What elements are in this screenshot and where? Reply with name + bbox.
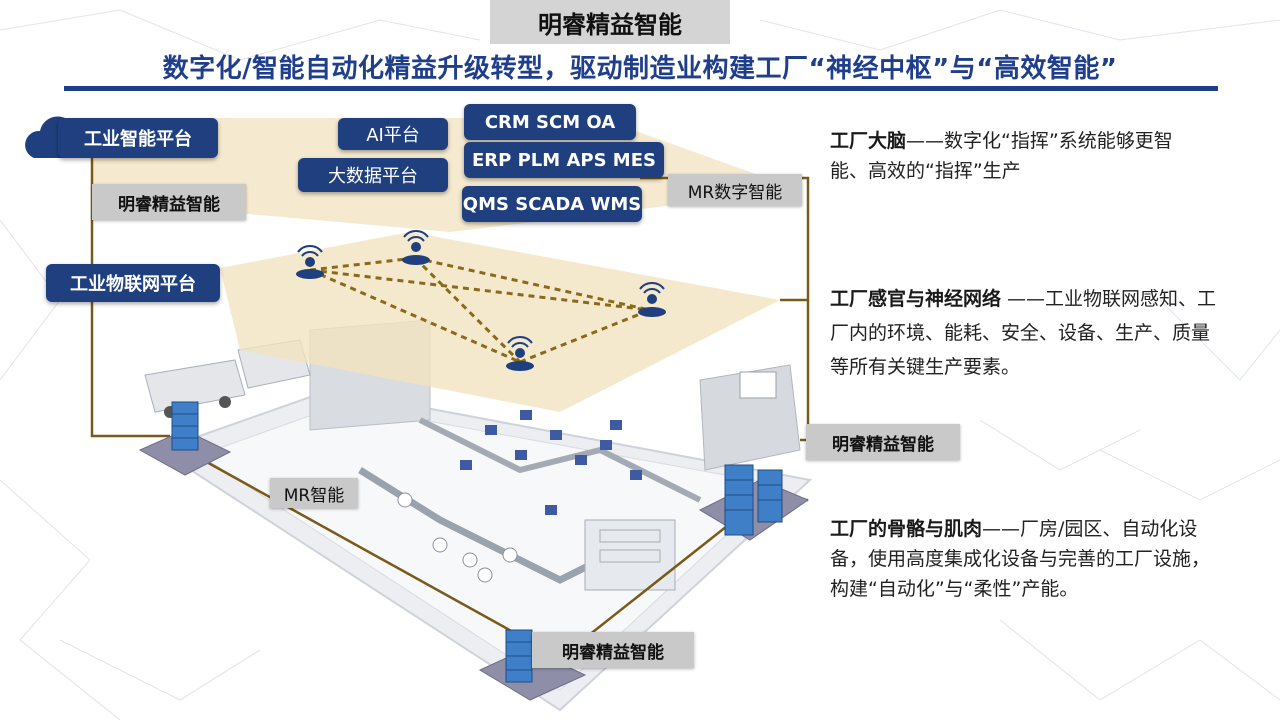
wireless-sensor-icon [506,336,534,371]
senses-text: ——工业物联网感知、工厂内的环境、能耗、安全、设备、生产、质量等所有关键生产要素… [830,288,1217,378]
systems-row-crm: CRM SCM OA [464,104,636,140]
bones-description: 工厂的骨骼与肌肉——厂房/园区、自动化设备，使用高度集成化设备与完善的工厂设施，… [830,514,1225,604]
industrial-iot-platform-label: 工业物联网平台 [46,264,220,302]
shelving [584,519,676,591]
senses-heading: 工厂感官与神经网络 [830,288,1002,310]
brain-text: ——数字化“指挥”系统能够更智能、高效的“指挥”生产 [830,130,1173,182]
robot-arms [397,492,518,583]
brand-tag-left: 明睿精益智能 [92,184,246,220]
wireless-sensor-icon [402,230,430,265]
senses-description: 工厂感官与神经网络 ——工业物联网感知、工厂内的环境、能耗、安全、设备、生产、质… [830,282,1225,384]
server-stack-icon [478,629,587,701]
wireless-sensor-icon [638,282,666,317]
brain-heading: 工厂大脑 [830,130,907,152]
title-underline [64,86,1218,91]
blue-bins [460,410,642,515]
systems-row-erp: ERP PLM APS MES [464,142,664,178]
big-data-platform-label: 大数据平台 [298,158,448,192]
server-stack-icon [698,464,810,541]
brand-tag-mr-digital: MR数字智能 [668,174,802,206]
iot-plane [220,232,780,412]
page-title: 明睿精益智能 [490,0,730,44]
page-subtitle: 数字化/智能自动化精益升级转型，驱动制造业构建工厂“神经中枢”与“高效智能” [162,54,1118,84]
bones-heading: 工厂的骨骼与肌肉 [830,518,983,540]
brand-tag-mr-smart: MR智能 [270,478,358,508]
ai-platform-label: AI平台 [338,118,448,150]
brain-description: 工厂大脑——数字化“指挥”系统能够更智能、高效的“指挥”生产 [830,126,1200,186]
server-stack-icon [138,401,232,476]
industrial-ai-platform-label: 工业智能平台 [58,118,218,158]
systems-row-qms: QMS SCADA WMS [462,186,642,222]
brand-tag-right: 明睿精益智能 [806,424,960,460]
wireless-sensor-icon [296,245,324,279]
brand-tag-bottom: 明睿精益智能 [532,632,694,668]
sensor-network-links [309,256,651,364]
control-screen [739,371,777,399]
bones-text: ——厂房/园区、自动化设备，使用高度集成化设备与完善的工厂设施，构建“自动化”与… [830,518,1211,600]
